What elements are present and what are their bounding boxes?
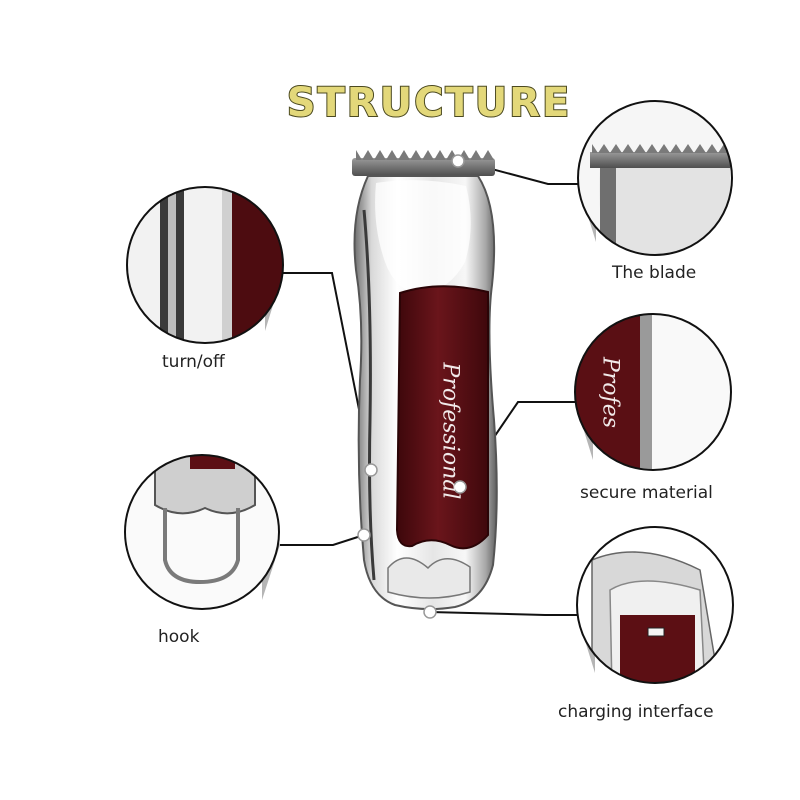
trimmer-body bbox=[352, 150, 498, 619]
leader-lines bbox=[280, 159, 578, 616]
callout-label-blade: The blade bbox=[612, 263, 697, 283]
zoom-circle-charging-interface bbox=[576, 526, 734, 684]
diagram-title: STRUCTURE bbox=[286, 79, 572, 127]
callout-label-turn-off: turn/off bbox=[162, 352, 225, 372]
marker-blade bbox=[451, 154, 465, 168]
marker-secure-material bbox=[453, 480, 467, 494]
zoom-circle-secure-material bbox=[574, 313, 732, 471]
leader-line-charging-interface bbox=[429, 611, 577, 616]
brand-text: Professional bbox=[437, 362, 463, 500]
callout-label-secure-material: secure material bbox=[580, 483, 713, 503]
callout-label-hook: hook bbox=[158, 627, 200, 647]
callout-label-charging-interface: charging interface bbox=[558, 702, 714, 722]
zoom-circle-hook bbox=[124, 454, 280, 610]
leader-line-turn-off bbox=[283, 272, 372, 471]
zoom-brand-text: Profes bbox=[597, 356, 623, 429]
marker-charging-interface bbox=[423, 605, 437, 619]
marker-turn-off bbox=[364, 463, 378, 477]
zoom-circle-turn-off bbox=[126, 186, 284, 344]
zoom-circle-blade bbox=[577, 100, 733, 256]
trimmer-blade bbox=[352, 158, 495, 176]
usb-port bbox=[647, 627, 665, 637]
marker-hook bbox=[357, 528, 371, 542]
leader-line-hook bbox=[280, 534, 365, 546]
